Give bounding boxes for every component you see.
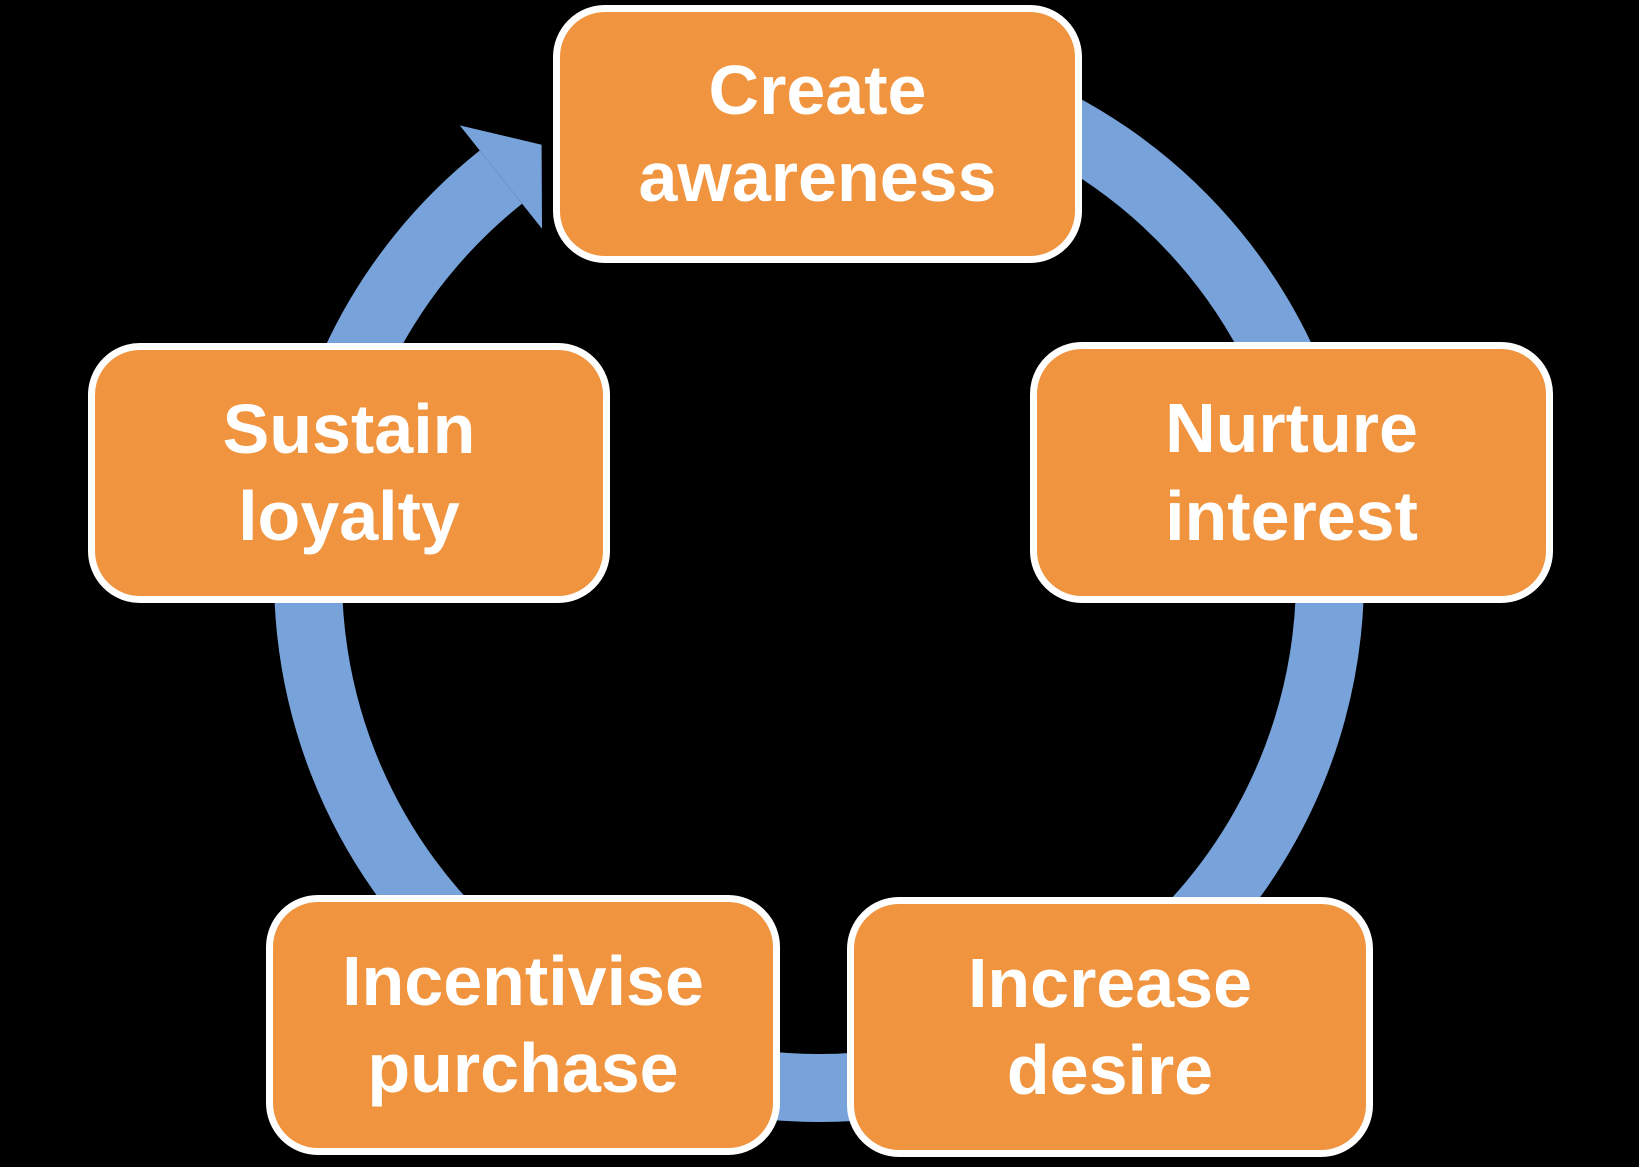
step-label-line: Incentivise [342, 941, 704, 1020]
step-nurture-interest: Nurture interest [1030, 342, 1553, 603]
step-label-line: loyalty [238, 477, 460, 555]
step-label-line: Increase [967, 943, 1253, 1022]
step-label-line: interest [1165, 476, 1418, 555]
step-sustain-loyalty: Sustain loyalty [88, 343, 610, 603]
step-label-line: Create [708, 50, 927, 129]
step-label-line: Nurture [1165, 389, 1418, 467]
step-create-awareness: Create awareness [553, 5, 1082, 263]
step-label-line: purchase [367, 1029, 679, 1107]
cycle-arrowhead-icon [459, 125, 542, 229]
step-label-line: awareness [638, 138, 997, 216]
step-increase-desire: Increase desire [847, 897, 1373, 1157]
step-label-line: Sustain [222, 389, 476, 468]
step-incentivise-purchase: Incentivise purchase [266, 895, 780, 1155]
step-label-line: desire [1006, 1031, 1214, 1109]
